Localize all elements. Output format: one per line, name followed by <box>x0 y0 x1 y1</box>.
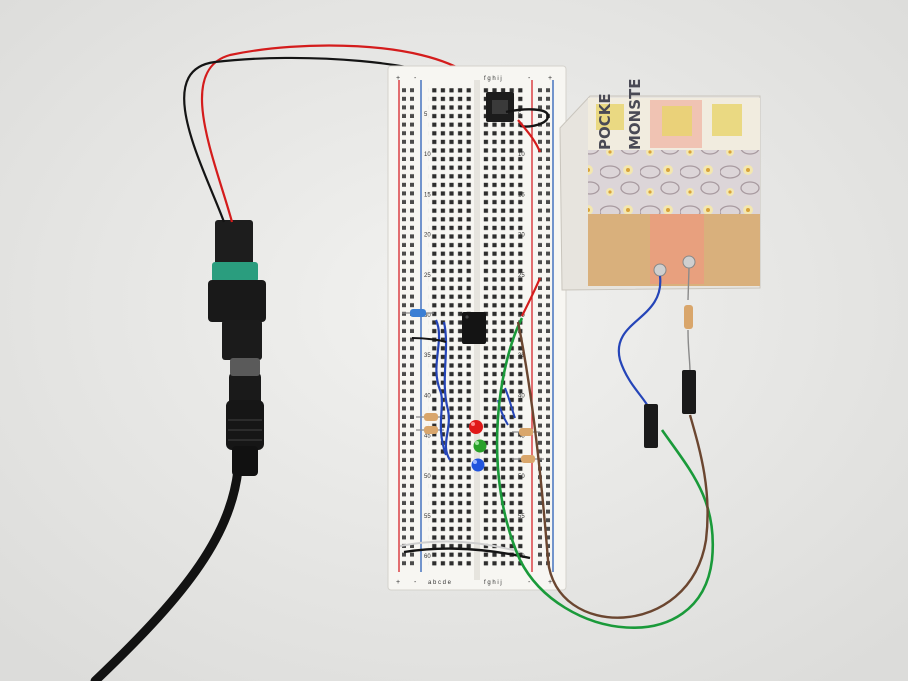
jumper-red-mid <box>521 277 542 317</box>
row-number: 55 <box>518 514 525 520</box>
sensor-blue-wire <box>617 275 662 411</box>
card-text-monste: MONSTE <box>626 78 644 150</box>
sensor-card: POCKE MONSTE <box>559 78 761 291</box>
row-number: 40 <box>424 393 431 399</box>
column-letters-bottom-left: a b c d e <box>428 580 452 586</box>
row-number: 25 <box>424 273 431 279</box>
row-number: 5 <box>424 112 428 118</box>
row-number: 60 <box>424 554 431 560</box>
row-number: 55 <box>424 514 431 520</box>
rail-minus-label-bl: - <box>414 579 417 586</box>
card-text-pocke: POCKE <box>596 93 614 150</box>
jumper-black-top <box>505 108 550 128</box>
row-number: 10 <box>518 152 525 158</box>
row-number: 45 <box>424 434 431 440</box>
blue-jumpers-left <box>411 319 451 461</box>
row-number: 20 <box>518 233 525 239</box>
row-number: 35 <box>424 353 431 359</box>
row-number: 15 <box>424 192 431 198</box>
led-red <box>469 420 483 434</box>
sensor-resistor <box>684 267 693 373</box>
rail-minus-label-tr: - <box>528 75 531 82</box>
rail-minus-label-br: - <box>528 579 531 586</box>
row-number: 45 <box>518 434 525 440</box>
rail-plus-label-tl: + <box>396 75 400 82</box>
row-number: 10 <box>424 152 431 158</box>
row-number: 50 <box>518 474 525 480</box>
rail-plus-label-tr: + <box>548 75 552 82</box>
power-switch <box>486 92 514 122</box>
row-number: 35 <box>518 353 525 359</box>
row-number: 30 <box>518 313 525 319</box>
row-numbers-left: 5 10 15 20 25 30 35 40 45 50 55 60 <box>424 112 431 560</box>
rail-plus-label-br: + <box>548 579 552 586</box>
wire-brown <box>516 321 709 619</box>
column-letters-top: f g h i j <box>484 76 502 82</box>
jumper-red-top <box>517 119 542 153</box>
row-number: 5 <box>518 112 522 118</box>
rail-minus-label-tl: - <box>414 75 417 82</box>
dc-power-cable <box>90 465 243 681</box>
led-blue <box>471 458 485 472</box>
resistor-mid-1 <box>416 413 444 421</box>
dc-jack-adapter <box>208 220 266 376</box>
rail-plus-label-bl: + <box>396 579 400 586</box>
dc-barrel-plug <box>226 372 264 476</box>
led-green <box>473 439 487 453</box>
row-number: 50 <box>424 474 431 480</box>
row-number: 15 <box>518 192 525 198</box>
ic-chip <box>462 312 486 344</box>
jumper-connector-1 <box>644 404 658 448</box>
resistor-mid-2 <box>416 426 444 434</box>
row-number: 30 <box>424 313 431 319</box>
column-letters-bottom-right: f g h i j <box>484 580 502 586</box>
resistor-left <box>402 309 434 317</box>
row-number: 20 <box>424 233 431 239</box>
jumper-black-bottom <box>399 540 531 560</box>
jumper-connector-2 <box>682 370 696 414</box>
row-number: 40 <box>518 393 525 399</box>
row-number: 25 <box>518 273 525 279</box>
